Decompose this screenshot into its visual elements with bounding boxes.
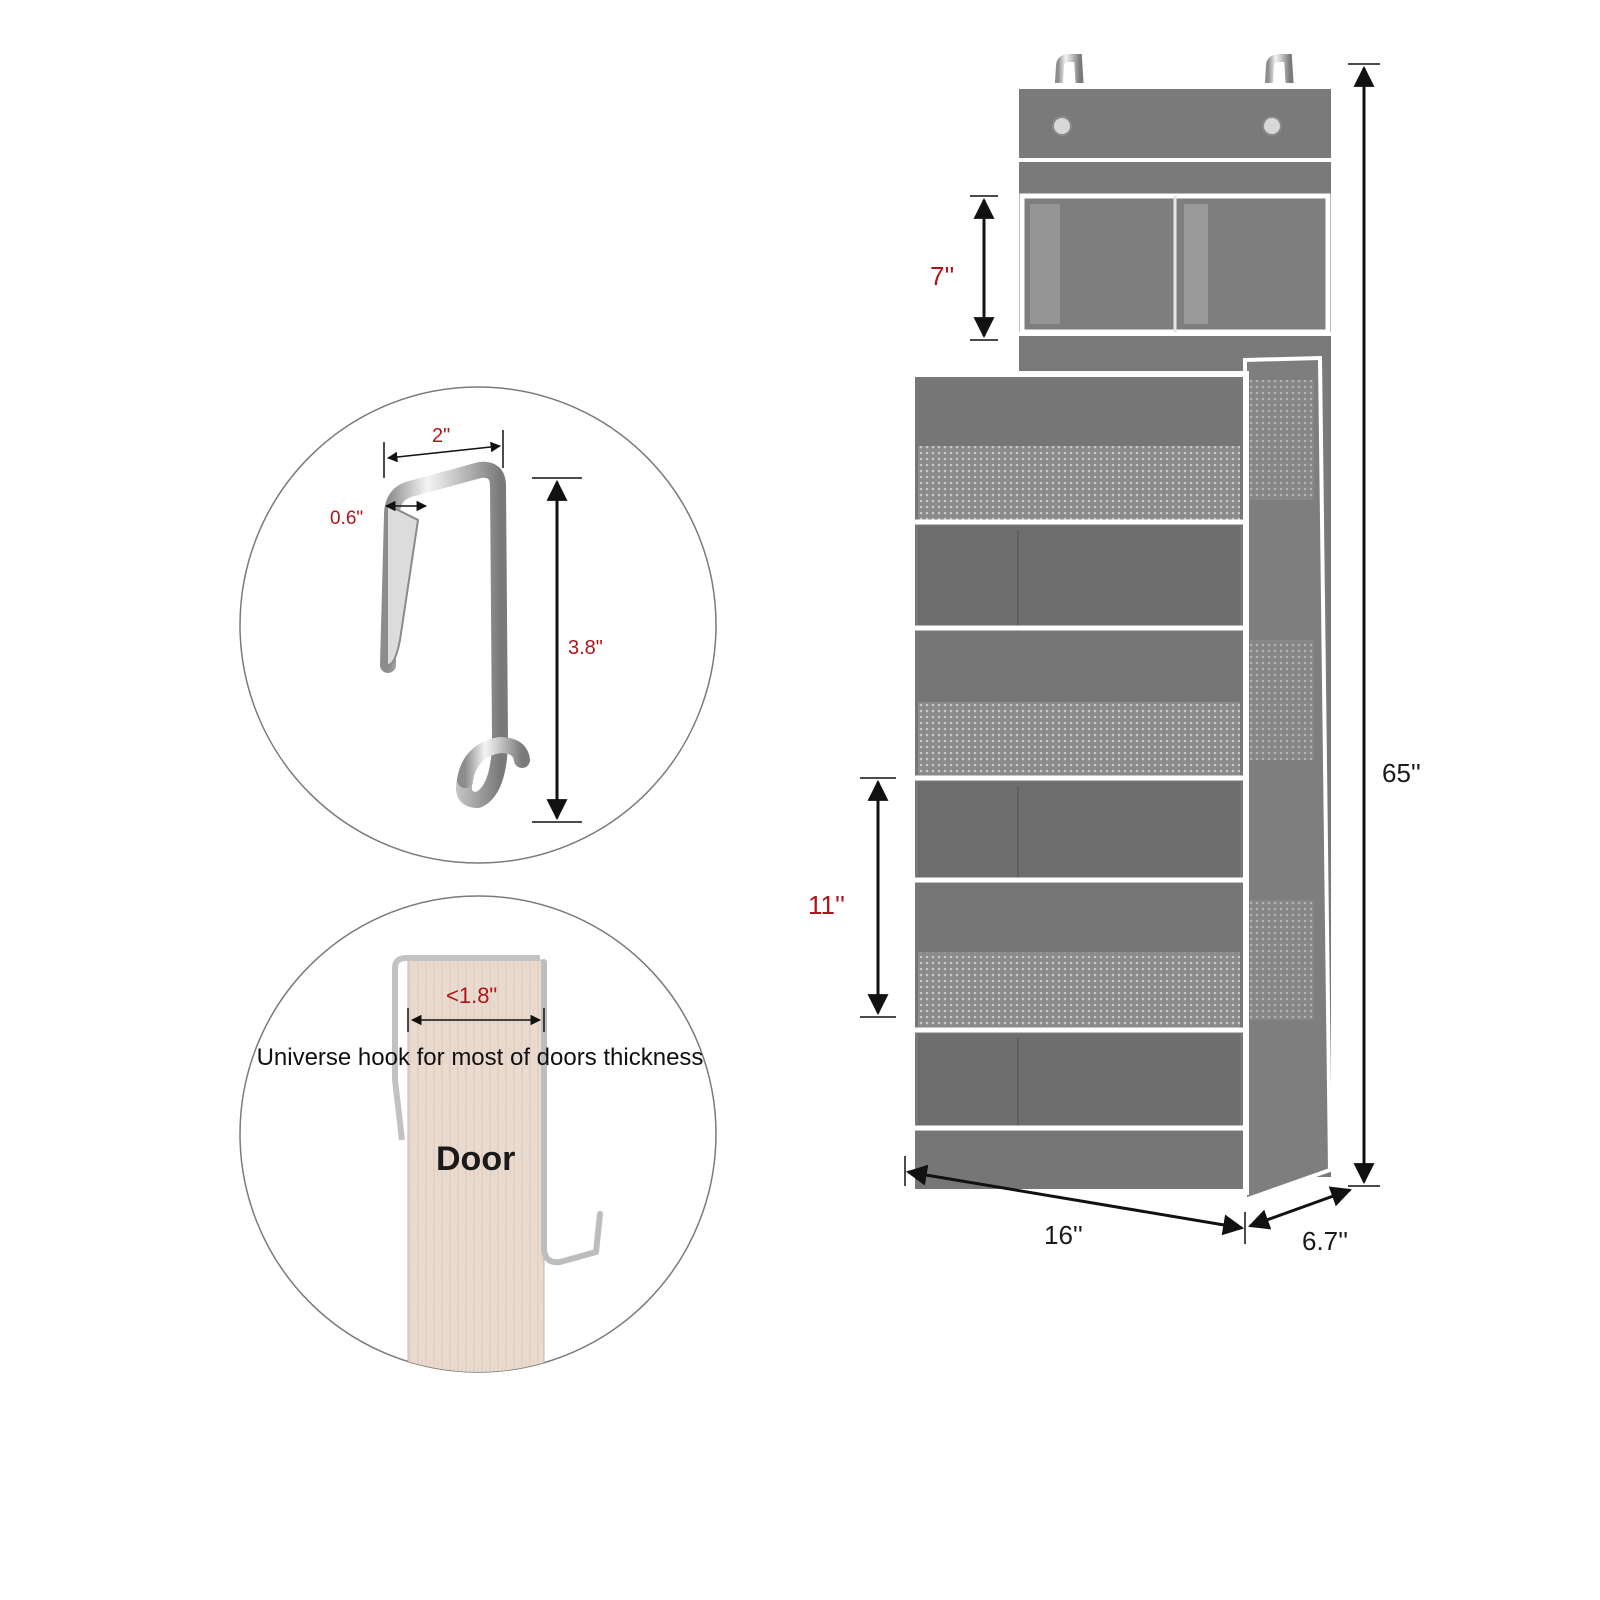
pocket-row-4 [914, 782, 1244, 883]
hook-height-label: 3.8" [568, 637, 603, 659]
door-slab [407, 959, 545, 1372]
pocket-row-3 [914, 632, 1244, 781]
door-label: Door [436, 1140, 515, 1178]
door-thickness-label: <1.8" [446, 983, 497, 1008]
pocket-row-5 [914, 884, 1244, 1033]
top-pocket-height-label: 7'' [930, 261, 954, 291]
pocket-row-2 [914, 526, 1244, 631]
pocket-row-1 [914, 380, 1244, 525]
pocket-row-6 [914, 1034, 1244, 1131]
organizer-dimensions: 7'' 11'' 65'' 16'' 6.7'' [808, 63, 1421, 1256]
hook-detail-circle: 2" 0.6" 3.8" [239, 386, 717, 864]
top-clear-pockets [1016, 193, 1334, 336]
hook-width-label: 2" [432, 425, 450, 447]
width-label: 16'' [1044, 1220, 1083, 1250]
over-door-organizer [909, 54, 1337, 1203]
door-hook-image [380, 461, 530, 808]
door-detail-circle: <1.8" Door [239, 895, 717, 1373]
depth-label: 6.7'' [1302, 1226, 1348, 1256]
total-height-label: 65'' [1382, 758, 1421, 788]
pocket-height-label: 11'' [808, 890, 845, 920]
hook-gap-label: 0.6" [330, 508, 363, 529]
top-hooks [1054, 54, 1294, 99]
door-hook-caption: Universe hook for most of doors thicknes… [256, 1044, 704, 1071]
pocket-row-7 [918, 1132, 1240, 1188]
